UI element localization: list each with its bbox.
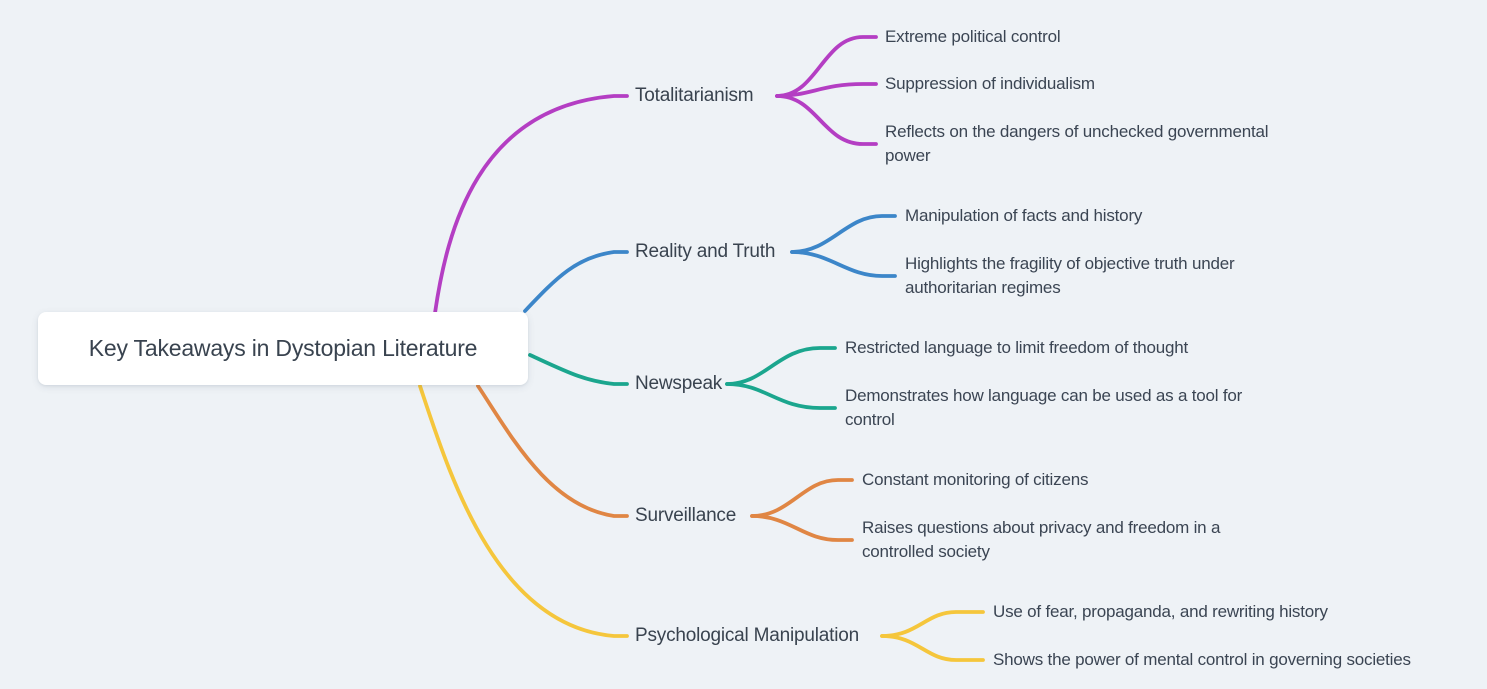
connector-root-totalitarianism: [433, 94, 629, 315]
connector-surveillance-child-1: [750, 514, 854, 542]
connector-totalitarianism-child-1: [775, 82, 878, 98]
leaf-power-of-mental-control: Shows the power of mental control in gov…: [993, 650, 1411, 669]
connector-newspeak-child-1: [725, 382, 837, 410]
leaf-dangers-of-unchecked-power: Reflects on the dangers of unchecked gov…: [885, 122, 1269, 165]
connector-psychological-child-0: [880, 610, 985, 638]
leaf-manipulation-of-facts: Manipulation of facts and history: [905, 206, 1143, 225]
branch-surveillance: Surveillance: [635, 505, 737, 526]
leaf-restricted-language: Restricted language to limit freedom of …: [845, 338, 1189, 357]
branch-newspeak: Newspeak: [635, 373, 723, 394]
leaf-suppression-of-individualism: Suppression of individualism: [885, 74, 1095, 93]
branch-psychological-manipulation: Psychological Manipulation: [635, 625, 859, 646]
connector-surveillance-child-0: [750, 478, 854, 518]
connector-totalitarianism-child-2: [775, 94, 878, 146]
connector-root-reality: [523, 250, 629, 313]
connector-reality-child-1: [790, 250, 897, 278]
connector-root-surveillance: [476, 384, 629, 518]
leaf-fear-propaganda-rewriting-history: Use of fear, propaganda, and rewriting h…: [993, 602, 1328, 621]
connector-reality-child-0: [790, 214, 897, 254]
branch-totalitarianism: Totalitarianism: [635, 85, 754, 106]
connector-root-psychological: [418, 384, 629, 638]
connector-root-newspeak: [528, 353, 629, 386]
leaf-privacy-and-freedom: Raises questions about privacy and freed…: [862, 518, 1221, 561]
connector-newspeak-child-0: [725, 346, 837, 386]
leaf-extreme-political-control: Extreme political control: [885, 27, 1061, 46]
root-node-label: Key Takeaways in Dystopian Literature: [88, 335, 478, 361]
leaf-language-as-tool-for-control: Demonstrates how language can be used as…: [845, 386, 1243, 429]
connector-psychological-child-1: [880, 634, 985, 662]
leaf-constant-monitoring: Constant monitoring of citizens: [862, 470, 1089, 489]
leaf-fragility-of-objective-truth: Highlights the fragility of objective tr…: [905, 254, 1235, 297]
root-node: Key Takeaways in Dystopian Literature: [38, 312, 528, 385]
branch-reality-and-truth: Reality and Truth: [635, 241, 776, 262]
